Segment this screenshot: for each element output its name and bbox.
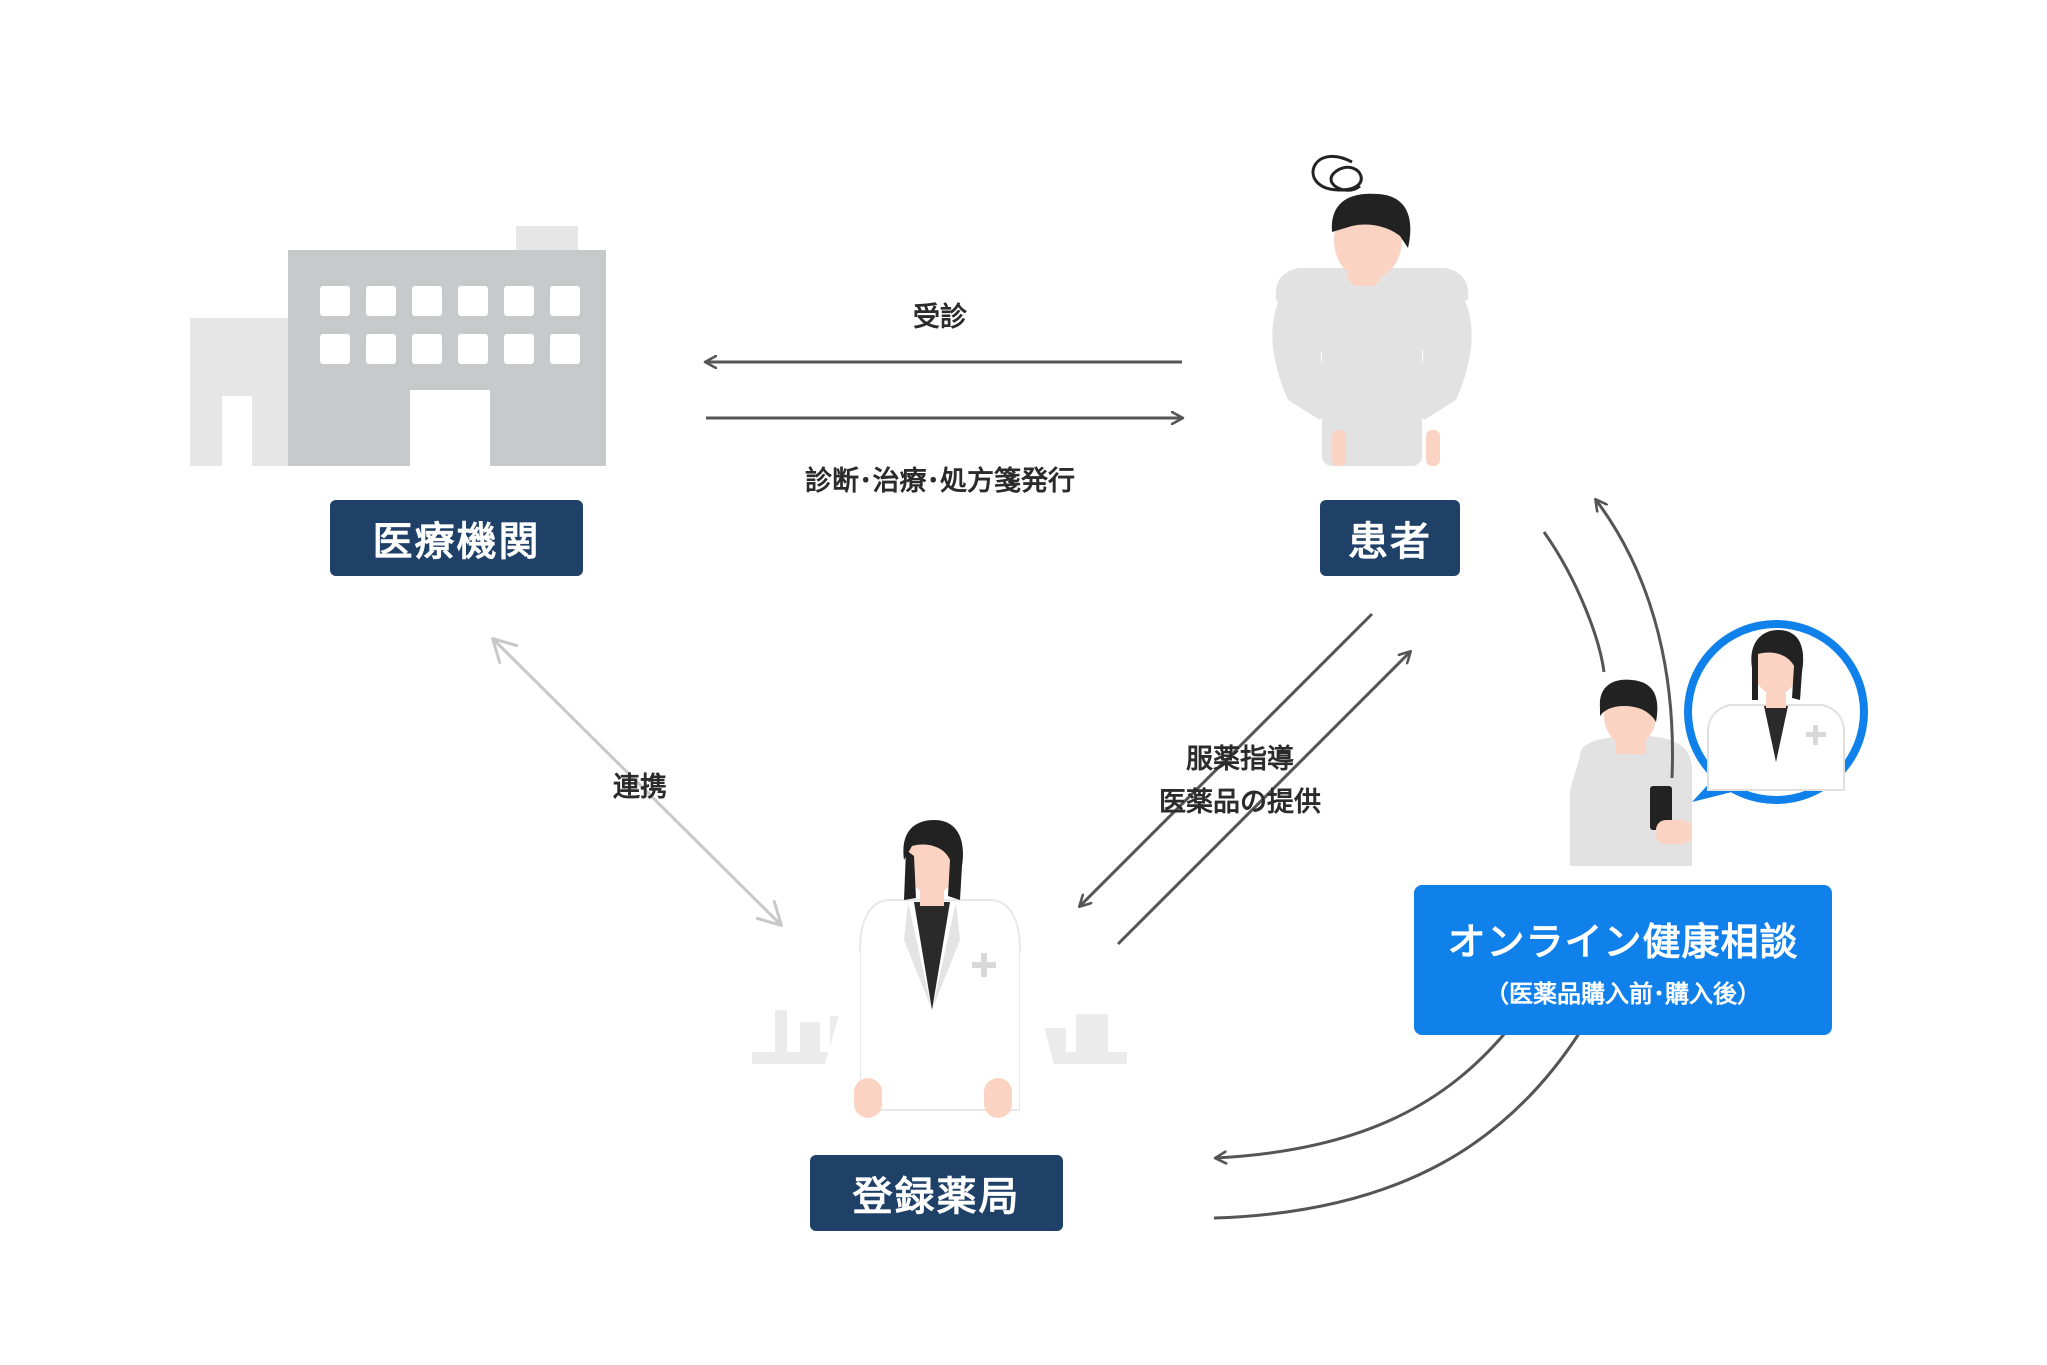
patient-label: 患者 bbox=[1320, 500, 1460, 576]
pharmacy-label: 登録薬局 bbox=[810, 1155, 1063, 1231]
smartphone-user-icon bbox=[1570, 679, 1692, 866]
guidance-label-line1: 服薬指導 bbox=[1186, 744, 1294, 775]
medical-institution-label: 医療機関 bbox=[330, 500, 583, 576]
online-to-pharmacy-arrow bbox=[1216, 1031, 1508, 1158]
patient-person-icon bbox=[1272, 154, 1472, 466]
pharmacy-to-online-curve bbox=[1213, 1031, 1582, 1220]
guidance-label: 服薬指導 医薬品の提供 bbox=[1120, 738, 1360, 824]
diagnosis-label: 診断･治療･処方箋発行 bbox=[805, 466, 1075, 497]
cooperation-arrow bbox=[491, 637, 783, 927]
consult-label: 受診 bbox=[913, 302, 967, 333]
hospital-building-icon bbox=[190, 226, 606, 466]
online-curve-out bbox=[1596, 500, 1674, 779]
guidance-arrow-down bbox=[1080, 612, 1374, 906]
chat-bubble-icon bbox=[1684, 620, 1868, 804]
pharmacist-person-icon bbox=[752, 820, 1127, 1120]
online-consultation-box: オンライン健康相談 （医薬品購入前･購入後） bbox=[1414, 885, 1832, 1035]
guidance-arrow-up bbox=[1116, 652, 1410, 946]
cooperation-label: 連携 bbox=[613, 772, 667, 803]
online-title: オンライン健康相談 bbox=[1447, 920, 1799, 964]
guidance-label-line2: 医薬品の提供 bbox=[1159, 787, 1321, 819]
online-subtitle: （医薬品購入前･購入後） bbox=[1485, 980, 1761, 1008]
online-curve-in bbox=[1542, 531, 1606, 673]
